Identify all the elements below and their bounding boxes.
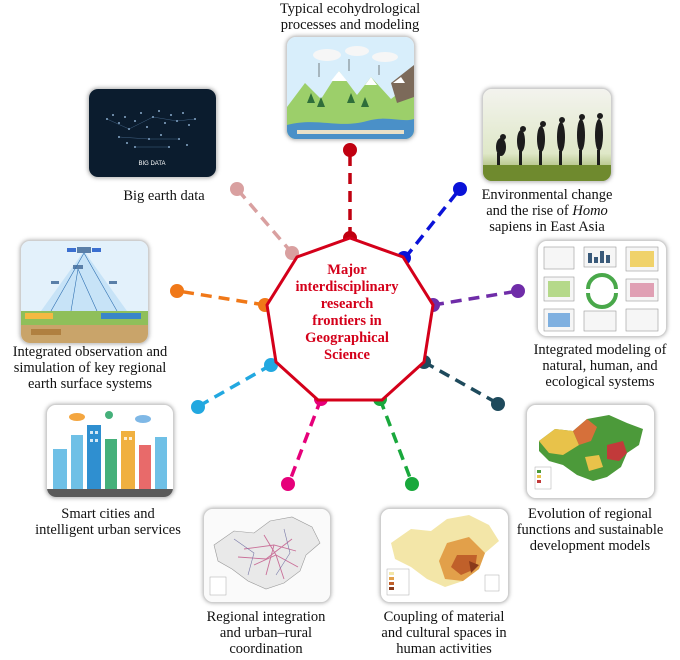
big-data-caption: BIG DATA: [138, 161, 165, 167]
label-line-part: and the rise of: [486, 203, 573, 219]
topic-label-material-cultural: Coupling of material and cultural spaces…: [364, 609, 524, 657]
connector-smart-cities: [191, 358, 278, 414]
human-evolution-icon: [482, 88, 612, 182]
topic-label-homo-sapiens: Environmental change and the rise of Hom…: [462, 187, 632, 235]
label-line: Environmental change: [481, 187, 613, 203]
label-line: and cultural spaces in: [381, 625, 507, 641]
connector-big-data: [230, 182, 299, 260]
topic-label-integrated-modeling: Integrated modeling of natural, human, a…: [520, 342, 680, 390]
topic-label-ecohydrology: Typical ecohydrological processes and mo…: [250, 1, 450, 33]
label-line-italic: Homo: [572, 203, 608, 219]
label-line: Coupling of material: [383, 609, 505, 625]
label-line: Integrated observation and: [12, 344, 168, 360]
label-line: Integrated modeling of: [533, 342, 667, 358]
center-title: Major interdisciplinary research frontie…: [292, 262, 402, 364]
label-line: and the rise of Homo: [462, 203, 632, 219]
label-line: intelligent urban services: [35, 522, 181, 538]
center-title-line: interdisciplinary: [295, 279, 399, 295]
label-line: human activities: [396, 641, 492, 657]
connector-ecohydrology: [343, 143, 357, 245]
topic-label-big-data: Big earth data: [104, 188, 224, 204]
connector-homo-sapiens: [397, 182, 467, 265]
connector-observation: [170, 284, 272, 312]
label-line: processes and modeling: [280, 17, 420, 33]
label-line: Evolution of regional: [527, 506, 653, 522]
china-network-map-icon: [203, 508, 331, 603]
china-landcover-map-icon: [526, 404, 655, 499]
label-line: simulation of key regional: [13, 360, 167, 376]
label-line: and urban–rural: [219, 625, 313, 641]
topic-label-observation: Integrated observation and simulation of…: [0, 344, 180, 392]
china-choropleth-map-icon: [380, 508, 509, 603]
connector-regional-integration: [281, 392, 328, 491]
mountain-water-cycle-icon: [286, 36, 415, 140]
label-line: ecological systems: [545, 374, 655, 390]
label-line: sapiens in East Asia: [489, 219, 605, 235]
model-flowchart-icon: [537, 240, 667, 337]
center-title-line: research: [320, 296, 374, 312]
big-data-globe-icon: BIG DATA: [88, 88, 217, 178]
label-line: Regional integration: [206, 609, 326, 625]
label-line: functions and sustainable: [516, 522, 664, 538]
topic-label-regional-integration: Regional integration and urban–rural coo…: [186, 609, 346, 657]
center-title-line: Geographical: [305, 330, 389, 346]
center-title-line: frontiers in: [312, 313, 382, 329]
label-line: Typical ecohydrological: [279, 1, 421, 17]
topic-label-regional-functions: Evolution of regional functions and sust…: [500, 506, 680, 554]
label-line: natural, human, and: [542, 358, 658, 374]
label-line: Smart cities and: [61, 506, 155, 522]
label-line: Big earth data: [123, 188, 205, 204]
center-title-line: Science: [324, 347, 370, 363]
label-line: development models: [529, 538, 651, 554]
center-nonagon: [265, 236, 435, 402]
connector-regional-functions: [417, 355, 505, 411]
satellite-observation-icon: [20, 240, 149, 344]
connector-integrated-modeling: [426, 284, 525, 312]
smart-city-icon: [46, 404, 174, 498]
center-title-line: Major: [327, 262, 367, 278]
label-line: earth surface systems: [27, 376, 152, 392]
label-line: coordination: [229, 641, 303, 657]
topic-label-smart-cities: Smart cities and intelligent urban servi…: [18, 506, 198, 538]
connector-material-cultural: [373, 392, 419, 491]
